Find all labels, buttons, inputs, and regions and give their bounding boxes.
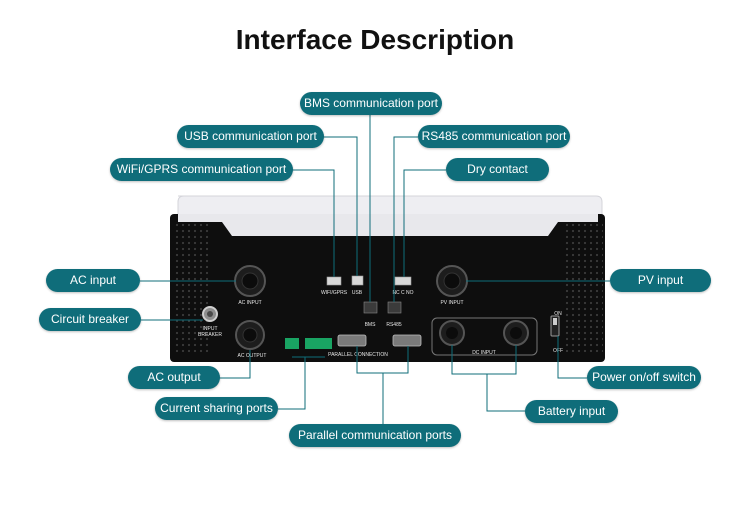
label-ac-output: AC OUTPUT bbox=[238, 353, 267, 359]
callout-parallel-comm: Parallel communication ports bbox=[289, 424, 461, 447]
callout-ac-output: AC output bbox=[128, 366, 220, 389]
power-switch bbox=[550, 315, 560, 337]
input-breaker bbox=[202, 306, 218, 322]
label-switch-on: ON bbox=[554, 311, 562, 317]
device-back-panel bbox=[170, 214, 605, 362]
leader-current-sharing bbox=[278, 357, 306, 410]
callout-bms-port: BMS communication port bbox=[300, 92, 442, 115]
callout-rs485-port: RS485 communication port bbox=[418, 125, 570, 148]
callout-wifi-gprs-port: WiFi/GPRS communication port bbox=[110, 158, 293, 181]
ac-output-connector bbox=[235, 320, 265, 350]
top-bevel bbox=[178, 214, 598, 236]
callout-pv-input: PV input bbox=[610, 269, 711, 292]
dc-input-terminals bbox=[431, 317, 538, 356]
label-pv-input: PV INPUT bbox=[440, 300, 463, 306]
parallel-comm-ports bbox=[337, 334, 422, 347]
pv-input-connector bbox=[436, 265, 468, 297]
leader-usb bbox=[319, 136, 358, 276]
label-input-breaker-2: BREAKER bbox=[198, 332, 222, 338]
inverter-device bbox=[170, 195, 605, 362]
label-parallel-connection: PARALLEL CONNECTION bbox=[328, 352, 388, 358]
leader-battery bbox=[486, 374, 525, 412]
vent-left bbox=[172, 222, 210, 352]
leader-power-switch bbox=[557, 336, 587, 379]
wifi-gprs-port bbox=[326, 276, 342, 286]
bms-port bbox=[363, 301, 378, 314]
rs485-port bbox=[387, 301, 402, 314]
ac-input-connector bbox=[234, 265, 266, 297]
leader-rs485 bbox=[393, 136, 418, 302]
callout-current-sharing: Current sharing ports bbox=[155, 397, 278, 420]
usb-port bbox=[351, 275, 364, 286]
callout-circuit-breaker: Circuit breaker bbox=[39, 308, 141, 331]
label-wifi-gprs: WIFI/GPRS bbox=[321, 290, 348, 296]
label-ac-input: AC INPUT bbox=[238, 300, 261, 306]
leader-ac-output bbox=[207, 350, 251, 379]
leader-dry-contact bbox=[403, 169, 446, 277]
callout-ac-input: AC input bbox=[46, 269, 140, 292]
callout-usb-port: USB communication port bbox=[177, 125, 324, 148]
callout-battery-input: Battery input bbox=[525, 400, 618, 423]
leader-lines bbox=[140, 114, 610, 425]
dry-contact-terminal bbox=[394, 276, 412, 286]
label-rs485: RS485 bbox=[386, 322, 402, 328]
callout-power-switch: Power on/off switch bbox=[587, 366, 701, 389]
label-usb: USB bbox=[352, 290, 363, 296]
label-input-breaker-1: INPUT bbox=[203, 326, 218, 332]
current-sharing-terminals bbox=[285, 338, 332, 349]
leader-parallel-bracket bbox=[356, 346, 409, 374]
leader-wifi bbox=[292, 169, 335, 277]
page-title: Interface Description bbox=[235, 24, 515, 55]
vent-right bbox=[565, 222, 603, 352]
label-dc-input: DC INPUT bbox=[472, 350, 496, 356]
label-bms: BMS bbox=[365, 322, 377, 328]
label-dry-contact: NC C NO bbox=[392, 290, 413, 296]
callout-dry-contact: Dry contact bbox=[446, 158, 549, 181]
leader-battery-bracket bbox=[451, 345, 517, 375]
